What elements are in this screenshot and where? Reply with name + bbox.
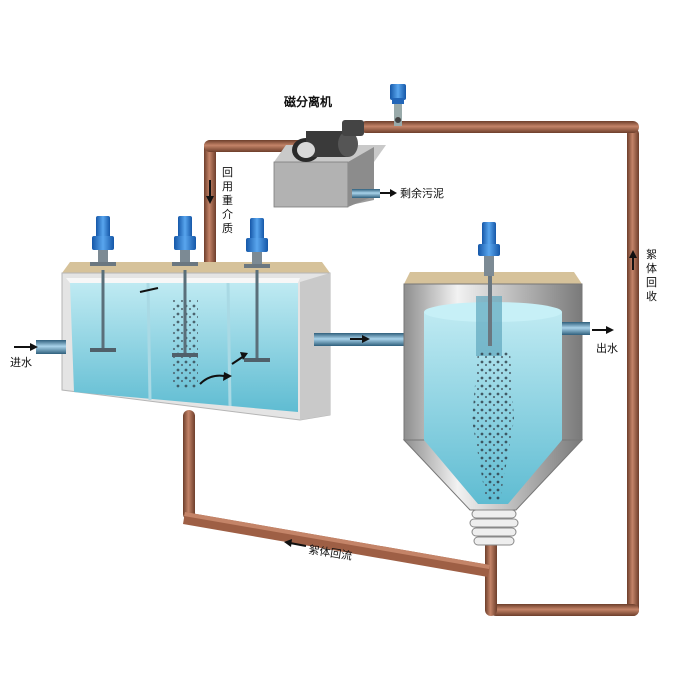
mixer-motor-3 bbox=[244, 218, 270, 268]
flow-arrows bbox=[14, 180, 637, 547]
svg-text:体: 体 bbox=[646, 261, 657, 275]
mixer-motor-2 bbox=[172, 216, 198, 266]
svg-text:质: 质 bbox=[222, 222, 233, 235]
floc-recovery-label: 絮 体 回 收 bbox=[646, 247, 657, 303]
floc-recovery-pipe bbox=[360, 121, 639, 616]
magnetic-separator-label: 磁分离机 bbox=[283, 94, 332, 109]
floc-return-label: 絮体回流 bbox=[308, 542, 354, 563]
sludge-hopper bbox=[469, 509, 519, 546]
floc-return-arrow bbox=[289, 542, 307, 547]
svg-text:用: 用 bbox=[222, 180, 233, 193]
inlet-pipe bbox=[36, 340, 66, 354]
clarifier-motor bbox=[478, 222, 500, 346]
clarifier-tank bbox=[402, 272, 590, 546]
dosing-motor bbox=[390, 84, 406, 126]
outlet-label: 出水 bbox=[596, 341, 618, 355]
svg-text:回: 回 bbox=[646, 276, 657, 289]
mixer-motor-1 bbox=[90, 216, 116, 266]
reaction-tank bbox=[61, 262, 331, 421]
svg-text:收: 收 bbox=[646, 289, 657, 303]
svg-text:介: 介 bbox=[222, 208, 233, 221]
returned-medium-label: 回 用 重 介 质 bbox=[222, 166, 233, 235]
svg-text:絮: 絮 bbox=[646, 247, 657, 261]
svg-text:重: 重 bbox=[222, 193, 233, 207]
inlet-label: 进水 bbox=[10, 356, 32, 369]
excess-sludge-pipe bbox=[352, 189, 380, 198]
floc-return-pipe bbox=[183, 410, 490, 577]
svg-text:回: 回 bbox=[222, 166, 233, 179]
excess-sludge-label: 剩余污泥 bbox=[400, 186, 444, 200]
